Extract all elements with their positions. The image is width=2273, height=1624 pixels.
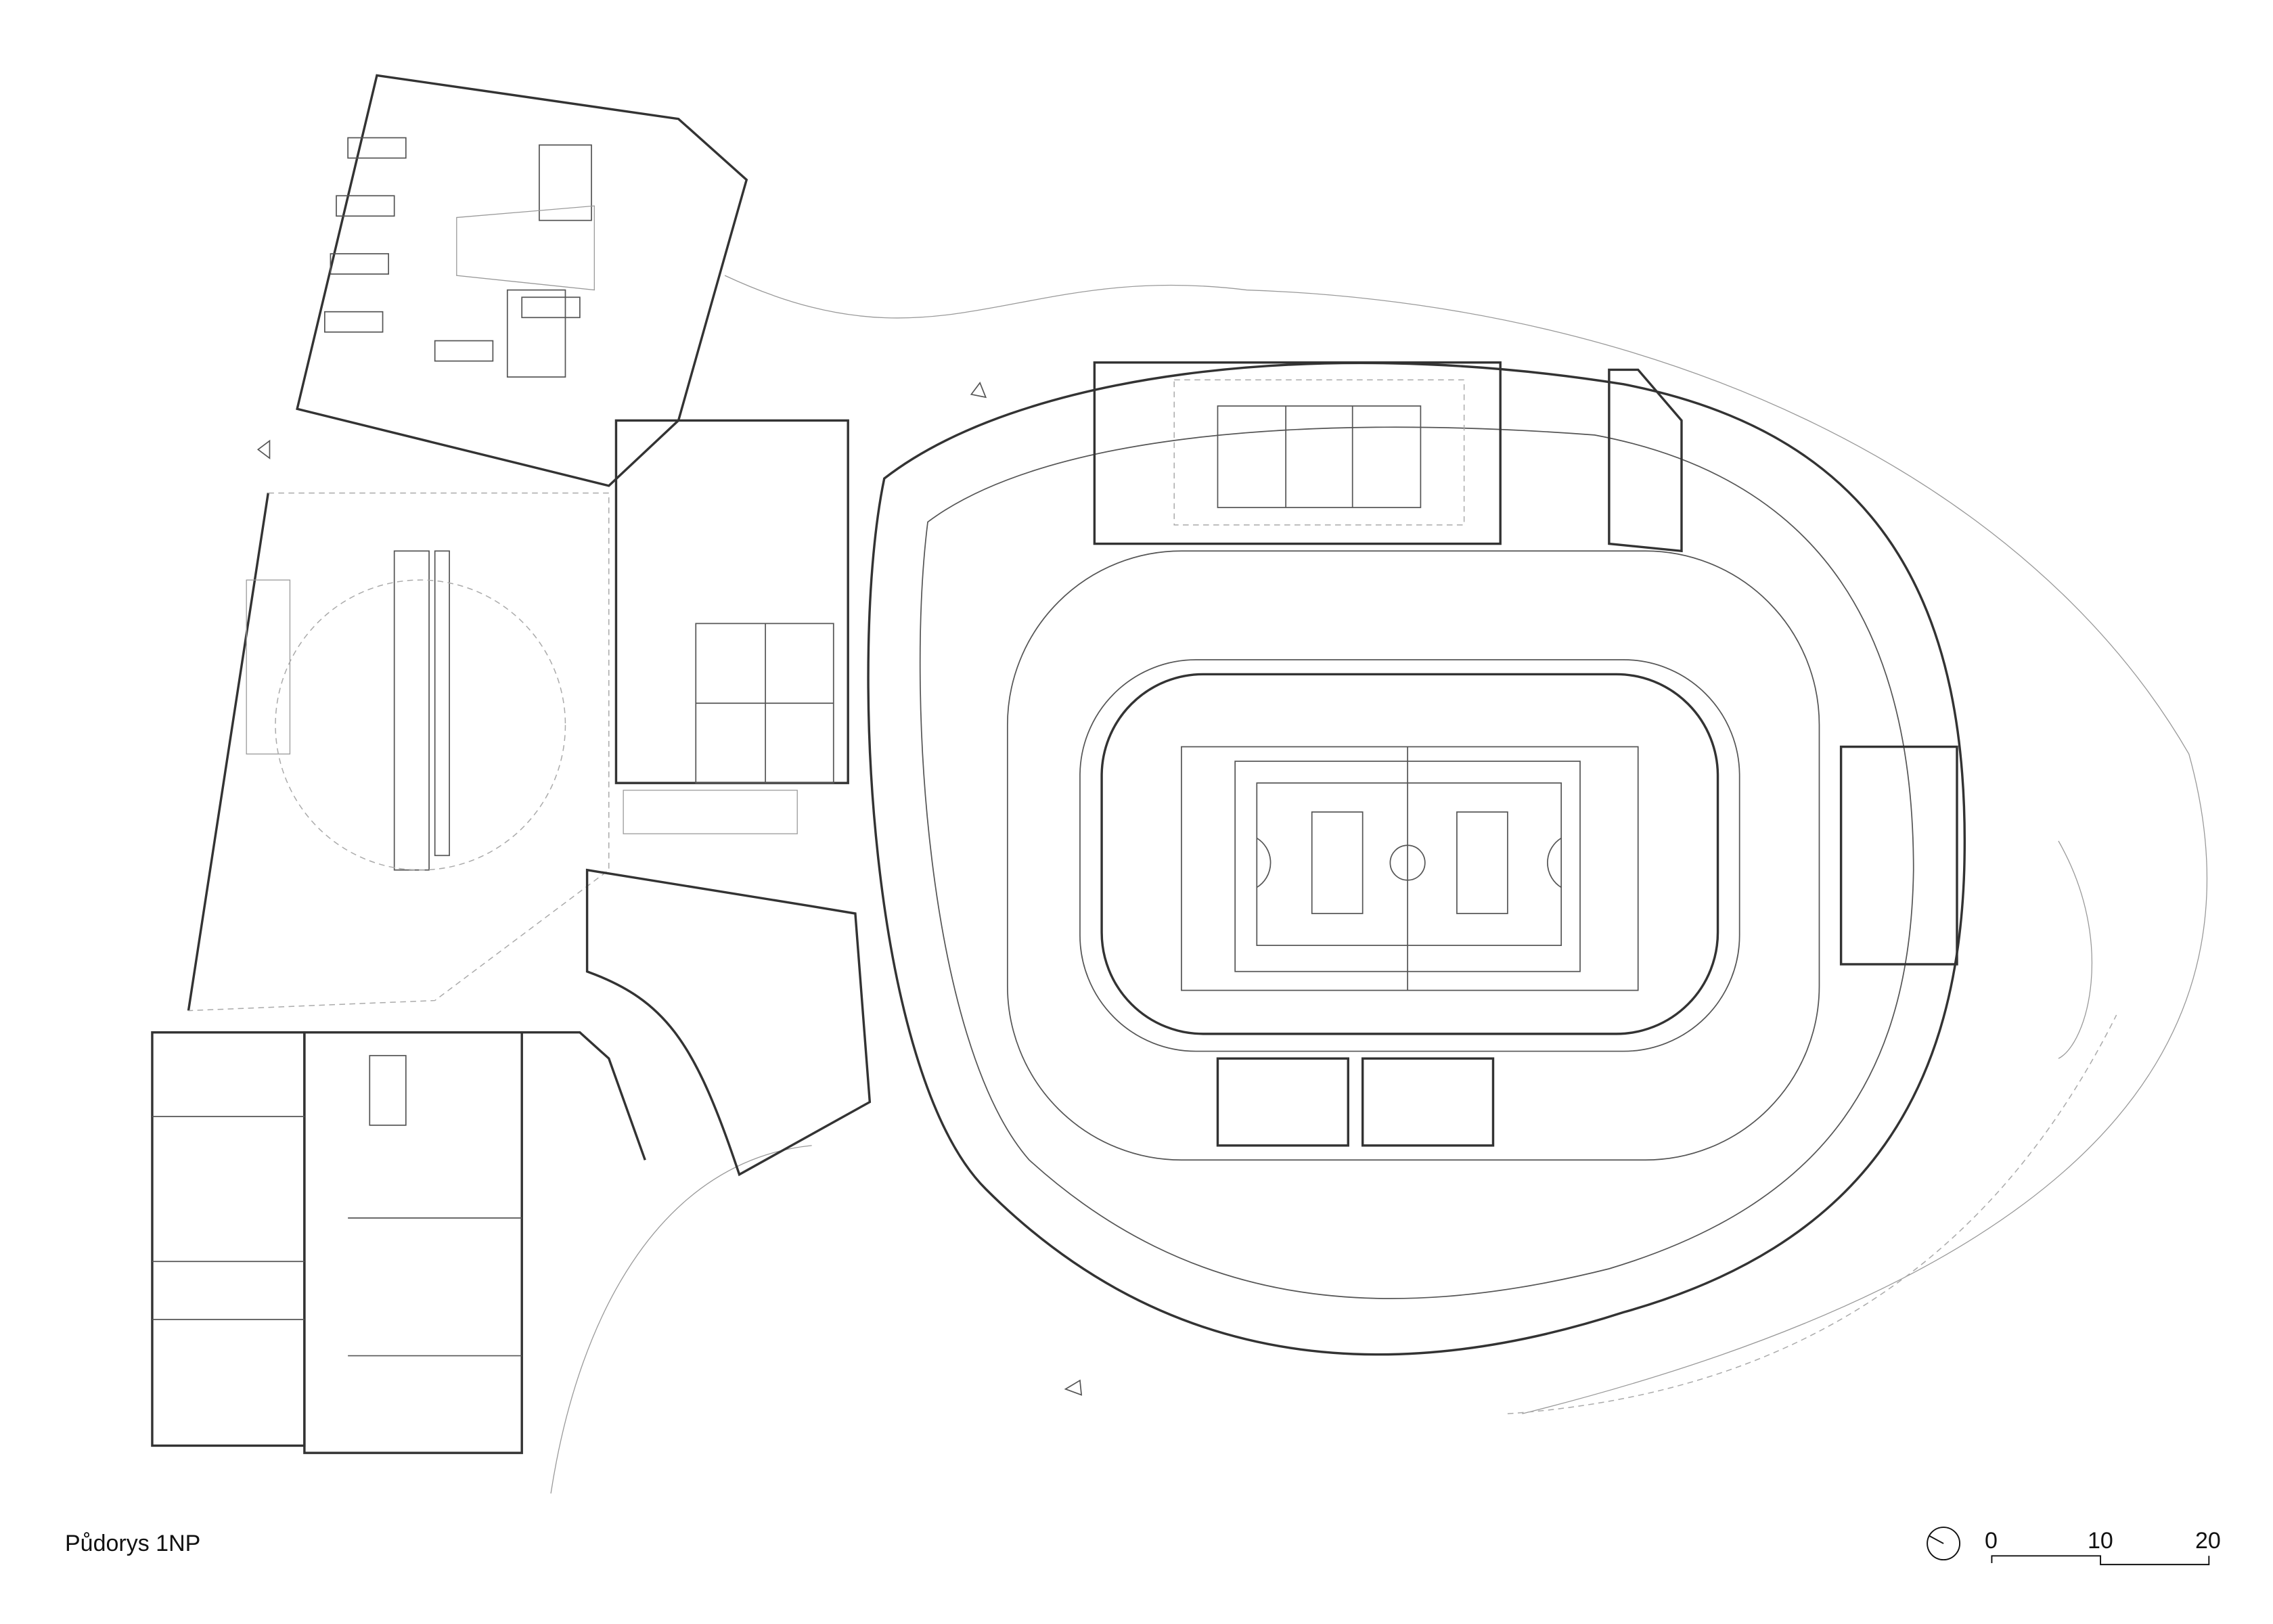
entrance-marker: [256, 381, 1083, 1396]
scale-label-10: 10: [2088, 1528, 2113, 1554]
link-block: [585, 419, 872, 1177]
scale-label-0: 0: [1985, 1528, 1998, 1554]
scale-bar: [1991, 1555, 2210, 1566]
drawing-title: Půdorys 1NP: [65, 1531, 201, 1556]
scale-label-20: 20: [2195, 1528, 2221, 1554]
north-arrow-icon: [1927, 1527, 1961, 1561]
arena: [724, 275, 2208, 1415]
surface-parking: [187, 492, 610, 1012]
lower-left-building: [151, 1031, 812, 1494]
parking-building: [296, 74, 748, 487]
